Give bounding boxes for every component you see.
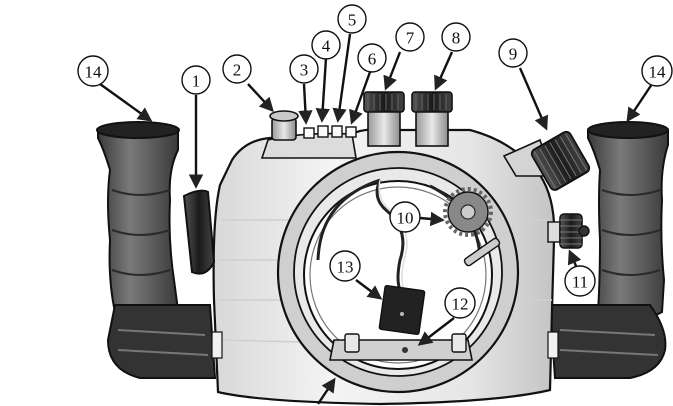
left-latch [184, 191, 214, 274]
callout-12: 12 [452, 295, 469, 314]
leader-3 [304, 84, 306, 122]
callout-6: 6 [368, 50, 377, 69]
callout-14-left: 14 [85, 63, 103, 82]
left-side-slider [212, 332, 222, 358]
callout-13: 13 [337, 258, 354, 277]
callout-5: 5 [348, 11, 357, 30]
leader-11 [570, 252, 576, 266]
callout-7: 7 [406, 29, 415, 48]
leader-14-right [628, 84, 652, 120]
leader-4 [322, 58, 326, 120]
leader-2 [248, 84, 272, 110]
callout-11: 11 [572, 273, 588, 292]
callout-10: 10 [397, 209, 414, 228]
callout-3: 3 [300, 61, 309, 80]
callout-8: 8 [452, 29, 461, 48]
callout-2: 2 [233, 61, 242, 80]
callout-14-right: 14 [649, 63, 667, 82]
leader-9 [520, 68, 546, 128]
leader-8 [436, 52, 452, 88]
leader-7 [386, 52, 400, 88]
callout-9: 9 [509, 45, 518, 64]
callout-1: 1 [192, 72, 201, 91]
leader-14-left [100, 84, 150, 120]
right-side-slider [548, 332, 558, 358]
callout-4: 4 [322, 37, 331, 56]
